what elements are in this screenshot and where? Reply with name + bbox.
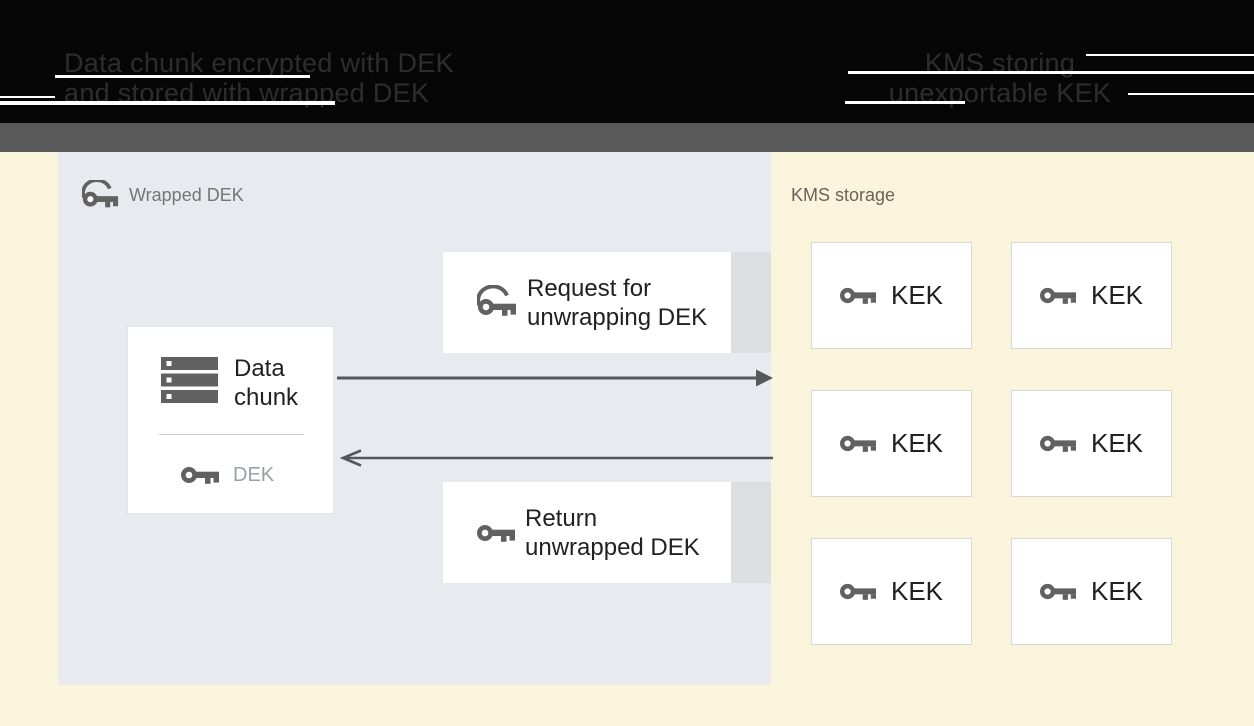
key-icon	[1040, 284, 1076, 307]
kek-card: KEK	[811, 390, 972, 497]
kek-card: KEK	[811, 538, 972, 645]
key-icon	[1040, 432, 1076, 455]
arrow-right	[337, 369, 773, 387]
kek-label: KEK	[1090, 576, 1144, 606]
return-line2: unwrapped DEK	[525, 533, 700, 561]
artifact-line	[1086, 54, 1254, 56]
kek-card: KEK	[811, 242, 972, 349]
kek-card: KEK	[1011, 538, 1172, 645]
request-card-shadow	[731, 252, 771, 353]
kek-card: KEK	[1011, 390, 1172, 497]
kek-label: KEK	[1090, 280, 1144, 310]
key-icon	[477, 521, 515, 545]
data-chunk-text: Data chunk	[234, 354, 298, 412]
data-chunk-line1: Data	[234, 355, 285, 382]
request-line1: Request for	[527, 274, 652, 302]
key-icon	[840, 284, 876, 307]
header-bar: Data chunk encrypted with DEK and stored…	[0, 0, 1254, 123]
card-divider	[159, 434, 304, 435]
kms-storage-label: KMS storage	[791, 185, 896, 205]
request-line2: unwrapping DEK	[527, 303, 708, 331]
separator-band	[0, 123, 1254, 152]
return-unwrapped-card: Return unwrapped DEK	[443, 482, 731, 583]
artifact-line	[55, 75, 310, 78]
right-caption: KMS storing unexportable KEK	[800, 48, 1200, 108]
key-icon	[181, 463, 219, 487]
artifact-line	[845, 101, 965, 104]
left-caption: Data chunk encrypted with DEK and stored…	[64, 48, 484, 108]
artifact-line	[0, 101, 335, 105]
kek-label: KEK	[890, 280, 944, 310]
return-card-shadow	[731, 482, 771, 583]
key-icon	[1040, 580, 1076, 603]
artifact-line	[848, 71, 1254, 74]
artifact-line	[0, 96, 55, 98]
return-unwrapped-content: Return unwrapped DEK	[477, 482, 700, 583]
wrapped-dek-label-text: Wrapped DEK	[129, 185, 244, 205]
key-icon	[840, 580, 876, 603]
artifact-line	[1128, 93, 1254, 95]
dek-label: DEK	[233, 463, 275, 486]
kek-label: KEK	[890, 428, 944, 458]
key-icon	[840, 432, 876, 455]
wrapped-dek-label: Wrapped DEK	[82, 180, 244, 211]
dek-row: DEK	[181, 463, 274, 487]
data-chunk-card: Data chunk DEK	[127, 326, 334, 514]
stacked-server-icon	[161, 357, 218, 403]
return-unwrapped-text: Return unwrapped DEK	[525, 504, 700, 562]
kek-card: KEK	[1011, 242, 1172, 349]
wrapped-key-icon	[82, 180, 119, 211]
request-unwrap-content: Request for unwrapping DEK	[477, 252, 707, 353]
kek-label: KEK	[1090, 428, 1144, 458]
request-unwrap-text: Request for unwrapping DEK	[527, 274, 707, 332]
left-caption-line1: Data chunk encrypted with DEK	[64, 48, 454, 78]
return-line1: Return	[525, 504, 598, 532]
data-chunk-row: Data chunk	[161, 354, 298, 412]
kek-label: KEK	[890, 576, 944, 606]
data-chunk-line2: chunk	[234, 384, 299, 411]
wrapped-key-icon	[477, 285, 517, 321]
arrow-left	[339, 449, 773, 467]
request-unwrap-card: Request for unwrapping DEK	[443, 252, 731, 353]
